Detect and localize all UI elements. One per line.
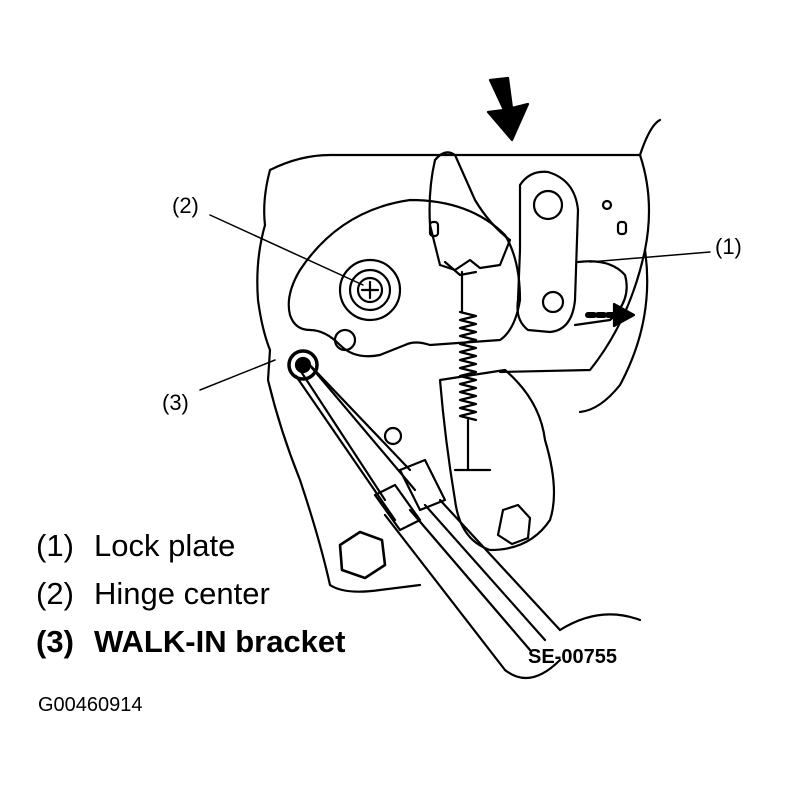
legend-item-hinge-center: (2) Hinge center — [36, 578, 270, 609]
down-arrow-icon — [486, 76, 530, 142]
figure-code: SE-00755 — [528, 646, 617, 668]
release-lever — [438, 368, 556, 552]
legend-number: (1) — [36, 528, 74, 563]
lock-plate — [516, 170, 628, 334]
legend-item-lock-plate: (1) Lock plate — [36, 530, 235, 561]
hinge-plate — [256, 198, 522, 593]
graphic-id: G00460914 — [38, 694, 143, 716]
return-spring — [458, 270, 478, 472]
leader-lines — [199, 214, 711, 391]
callout-3: (3) — [162, 390, 189, 415]
hinge-center — [338, 258, 402, 322]
legend-number: (3) — [36, 624, 74, 659]
walk-in-bracket — [287, 349, 642, 680]
legend-label: Lock plate — [94, 528, 236, 563]
legend-number: (2) — [36, 576, 74, 611]
callout-2: (2) — [172, 193, 199, 218]
callout-1: (1) — [715, 234, 742, 259]
legend-item-walk-in-bracket: (3) WALK-IN bracket — [36, 626, 345, 657]
latch-pawl — [428, 151, 512, 277]
right-arrow-icon — [585, 302, 636, 328]
seat-frame — [263, 118, 662, 414]
legend-label: WALK-IN bracket — [94, 624, 346, 659]
legend-label: Hinge center — [94, 576, 270, 611]
